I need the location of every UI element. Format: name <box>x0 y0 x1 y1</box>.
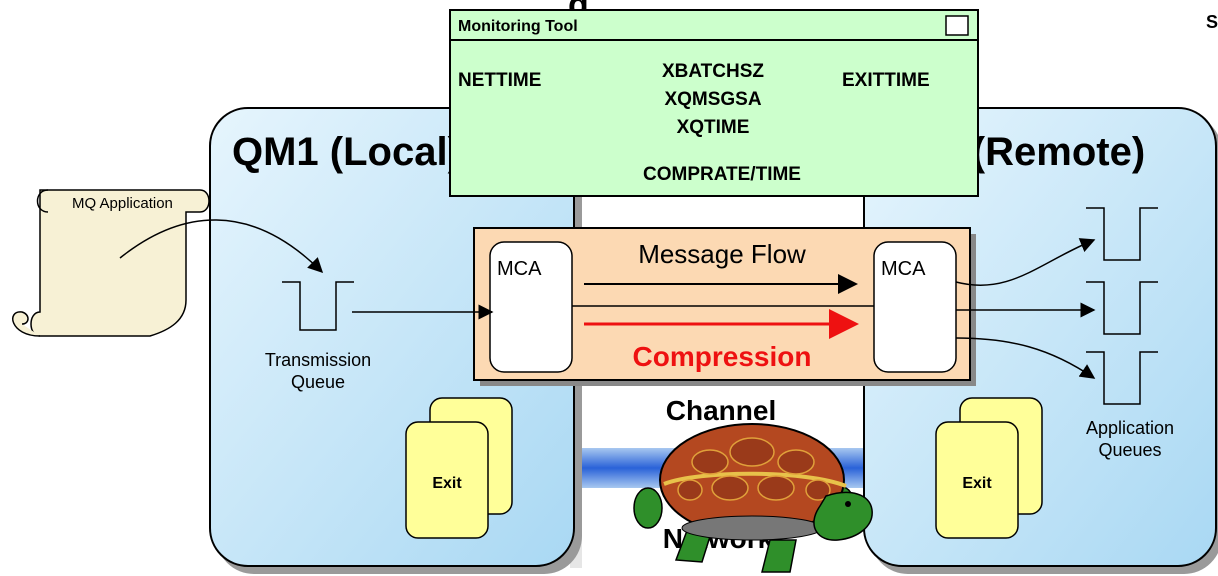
metric-xqmsgsa: XQMSGSA <box>664 89 761 110</box>
window-maximize-button[interactable] <box>945 15 969 36</box>
metric-exittime: EXITTIME <box>842 70 930 91</box>
qm1-exit-label: Exit <box>432 475 462 492</box>
app-to-xmitq-arrow <box>119 219 324 274</box>
qm1-title: QM1 (Local) <box>232 130 461 174</box>
metric-comprate: COMPRATE/TIME <box>643 164 801 185</box>
mca-right-box <box>873 241 957 373</box>
monitor-title: Monitoring Tool <box>458 18 578 35</box>
transmission-queue-label-line1: Transmission <box>265 350 371 370</box>
mq-application-label: MQ Application <box>72 195 173 212</box>
turtle-illustration <box>633 423 873 573</box>
mq-application-scroll <box>12 189 210 337</box>
mca-to-queue3-arrow <box>955 337 1096 379</box>
qm2-exit-label: Exit <box>962 475 992 492</box>
transmission-queue-label-line2: Queue <box>291 372 345 392</box>
application-queues-label-line2: Queues <box>1098 440 1161 460</box>
metric-nettime: NETTIME <box>458 70 541 91</box>
mca-right-label: MCA <box>881 258 926 280</box>
mca-left-label: MCA <box>497 258 542 280</box>
metric-xbatchsz: XBATCHSZ <box>662 61 764 82</box>
monitoring-tool-window <box>449 9 979 197</box>
qm1-exit-documents <box>405 397 513 539</box>
qm2-exit-documents <box>935 397 1043 539</box>
application-queues-label-line1: Application <box>1086 418 1174 438</box>
metric-xqtime: XQTIME <box>677 117 750 138</box>
message-flow-label: Message Flow <box>638 239 806 269</box>
compression-label: Compression <box>633 341 812 372</box>
corner-logo-fragment: S <box>1206 12 1218 32</box>
application-queue-shapes <box>1086 207 1158 405</box>
channel-label: Channel <box>666 395 776 426</box>
mca-to-queue1-arrow <box>955 238 1096 287</box>
transmission-queue-shape <box>282 281 354 331</box>
